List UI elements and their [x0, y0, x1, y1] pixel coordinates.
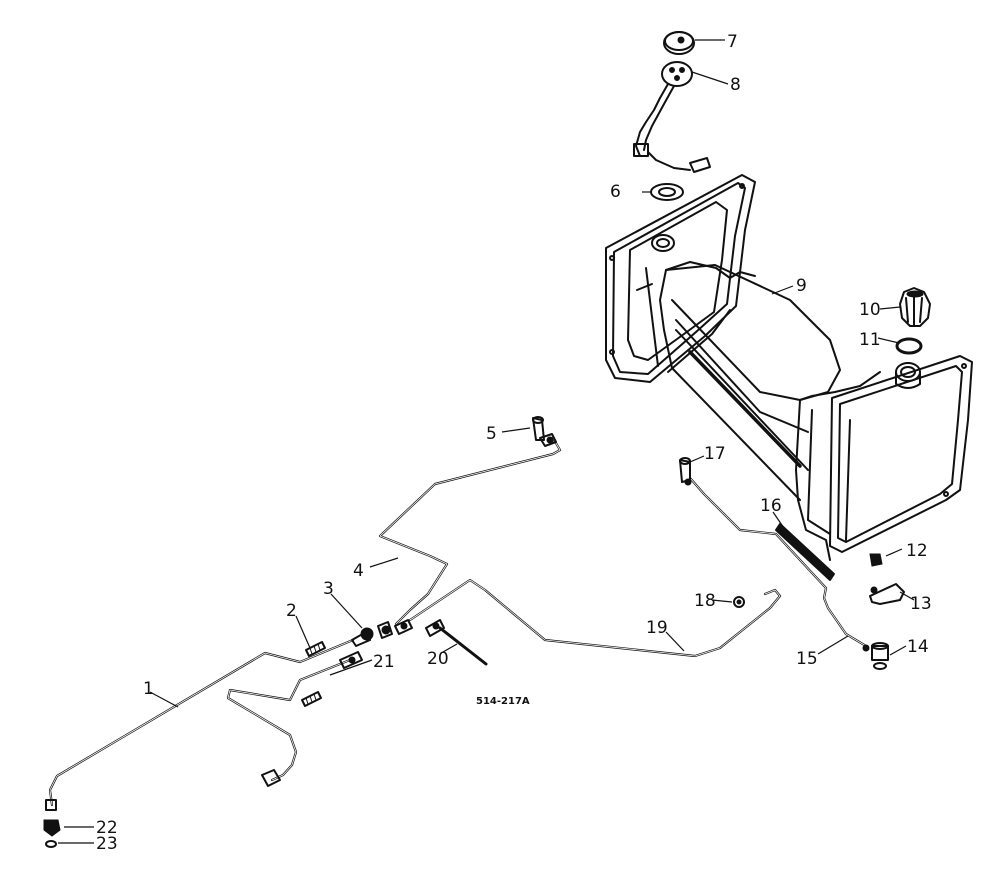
callout-6: 6 [610, 182, 621, 202]
elbow-13 [869, 583, 905, 605]
nut-22 [43, 819, 61, 837]
banjo-fitting-5 [532, 416, 557, 447]
callout-3: 3 [323, 579, 334, 599]
callout-23: 23 [96, 834, 118, 854]
connector-21 [339, 651, 363, 669]
callout-17: 17 [704, 444, 726, 464]
fuel-tank [605, 174, 973, 561]
callout-19: 19 [646, 618, 668, 638]
callout-16: 16 [760, 496, 782, 516]
filler-cap [663, 31, 695, 55]
tank-cap [899, 287, 931, 327]
callout-21: 21 [373, 652, 395, 672]
callout-13: 13 [910, 594, 932, 614]
sleeve-21b [301, 691, 322, 707]
callout-1: 1 [143, 679, 154, 699]
callout-10: 10 [859, 300, 881, 320]
callout-22: 22 [96, 818, 118, 838]
fuel-gauge-sender-unit [633, 61, 711, 173]
callout-2: 2 [286, 601, 297, 621]
fuel-pipe-1 [45, 638, 355, 811]
callout-9: 9 [796, 276, 807, 296]
bleed-screw-20 [425, 619, 488, 666]
union-17 [679, 457, 692, 486]
callout-14: 14 [907, 637, 929, 657]
leader-lines [58, 39, 915, 844]
sleeve-16 [775, 523, 835, 581]
nut-18 [733, 596, 745, 608]
callout-20: 20 [427, 649, 449, 669]
callout-11: 11 [859, 330, 881, 350]
callout-labels: 7 8 6 9 10 11 12 13 14 15 16 17 18 19 5 … [96, 32, 932, 854]
plug-12 [869, 553, 883, 567]
fuel-pipe-4 [378, 436, 562, 626]
callout-5: 5 [486, 424, 497, 444]
fuel-pipe-21 [226, 658, 352, 787]
gasket [650, 183, 684, 201]
callout-12: 12 [906, 541, 928, 561]
washer-23 [45, 840, 57, 848]
callout-4: 4 [353, 561, 364, 581]
seal-ring [895, 337, 923, 355]
callout-7: 7 [727, 32, 738, 52]
tap-14 [862, 642, 889, 670]
callout-18: 18 [694, 591, 716, 611]
callout-15: 15 [796, 649, 818, 669]
callout-8: 8 [730, 75, 741, 95]
sleeve-2 [305, 641, 326, 657]
fuel-pipe-15 [688, 476, 868, 648]
banjo-bolt-3 [351, 619, 413, 647]
drawing-number: 514-217A [476, 696, 530, 707]
fuel-pipe-19 [408, 578, 782, 658]
